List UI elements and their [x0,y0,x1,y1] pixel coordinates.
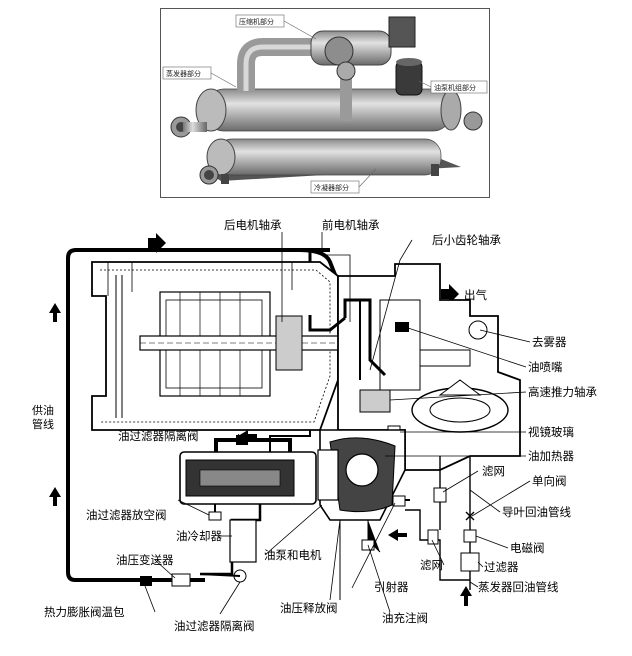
solenoid-valve-body [463,529,477,543]
impeller-volute [411,387,509,433]
label-supply-line-2: 管线 [32,417,54,431]
condenser-shell [215,138,442,176]
check-valve-symbol [465,511,475,521]
gas-out-arrow [441,284,459,304]
flow-arrow-left-up-2 [49,487,61,506]
filter-isolation-valve-top [236,435,248,445]
ejector-body [392,495,406,507]
label-front-motor-bearing: 前电机轴承 [322,218,380,232]
label-oil-pressure-transmitter: 油压变送器 [116,553,174,567]
label-oil-charge-valve: 油充注阀 [382,611,428,625]
filter-line-top [214,438,292,452]
rear-motor-bearing [275,315,303,371]
label-rear-pinion-bearing: 后小齿轮轴承 [432,233,501,247]
txv-bulb-body [140,576,152,586]
label-evaporator: 蒸发器部分 [166,69,201,78]
demister-element [468,320,488,340]
oil-pump-unit [395,60,423,96]
filter-vent-valve [208,511,222,521]
motor-terminal-box [388,16,416,48]
filter-isolation-valve-bottom [233,569,247,583]
label-oil-pump-motor: 油泵和电机 [264,548,322,562]
label-oil-filter-isolation-valve-top: 油过滤器隔离阀 [118,429,199,443]
leader-lines [144,232,531,615]
oil-pump-body [345,453,379,487]
oil-charge-valve-body [361,539,375,551]
label-rear-motor-bearing: 后电机轴承 [224,218,282,232]
label-ejector: 引射器 [374,580,409,594]
label-oil-cooler: 油冷却器 [176,529,222,543]
evaporator-right-nozzle [463,111,483,131]
label-oil-heater: 油加热器 [528,449,574,463]
label-check-valve: 单向阀 [532,474,567,488]
oil-sump [317,429,406,521]
chiller-render: 压缩机部分 蒸发器部分 油泵机组部分 冷凝器部分 [162,14,488,194]
label-oil-filter-isolation-valve-bottom: 油过滤器隔离阀 [174,619,255,633]
arrow-glyphs [49,233,472,606]
label-txv-bulb: 热力膨胀阀温包 [44,605,125,619]
oil-cooler [229,519,257,563]
motor-shaft [139,335,371,351]
label-strainer-2: 滤网 [420,558,443,572]
label-oil-filter-vent-valve: 油过滤器放空阀 [86,508,167,522]
label-gas-out: 出气 [464,288,487,302]
chiller-render-panel: 压缩机部分 蒸发器部分 油泵机组部分 冷凝器部分 [160,8,490,198]
flow-arrow-top [148,233,166,253]
oil-supply-to-bearings [299,248,347,318]
label-compressor: 压缩机部分 [239,17,274,26]
oil-filter-assembly [179,430,317,521]
oil-reservoir [329,437,396,513]
label-oil-pump-unit: 油泵机组部分 [434,83,476,92]
ejector-line [405,509,470,581]
label-filter: 过滤器 [484,560,519,574]
oil-pressure-transmitter-body [171,573,191,587]
cooler-line [200,504,262,576]
compressor-section [337,263,521,471]
cooler-arrow-down [232,540,254,562]
strainer-1-body [433,487,447,503]
label-condenser: 冷凝器部分 [314,183,349,192]
oil-supply-line [66,248,330,582]
motor-housing [91,261,371,431]
label-strainer-1: 滤网 [482,464,505,478]
strainer-2-body [427,529,439,545]
oil-pump-motor-coupling [317,449,339,501]
evaporator-end-cap [195,88,227,132]
sight-glass-body [387,425,401,441]
label-solenoid-valve: 电磁阀 [510,541,545,555]
high-speed-shaft [419,349,471,367]
label-high-speed-thrust-bearing: 高速推力轴承 [528,385,597,399]
label-guide-vane-oil-return: 导叶回油管线 [502,505,571,519]
flow-arrow-ejector [388,529,407,541]
evaporator-return-arrow [460,586,472,606]
label-supply-line-1: 供油 [32,403,54,417]
label-evaporator-oil-return: 蒸发器回油管线 [478,580,559,594]
flow-arrow-filter [238,430,257,442]
label-oil-pressure-relief-valve: 油压释放阀 [280,601,338,615]
compressor-volute [324,36,354,66]
oil-filter-housing [179,451,317,505]
label-oil-nozzle: 油喷嘴 [528,360,563,374]
oil-nozzle-body [395,322,409,332]
suction-pipe [237,38,311,91]
thrust-bearing [359,389,391,413]
flow-arrow-left-up [49,303,61,322]
label-demister: 去雾器 [532,335,567,349]
filter-body [460,552,480,572]
label-sight-glass: 视镜玻璃 [528,425,574,439]
oil-filter-element [185,459,295,497]
motor-stator [159,291,271,397]
front-motor-bearing [339,319,363,367]
